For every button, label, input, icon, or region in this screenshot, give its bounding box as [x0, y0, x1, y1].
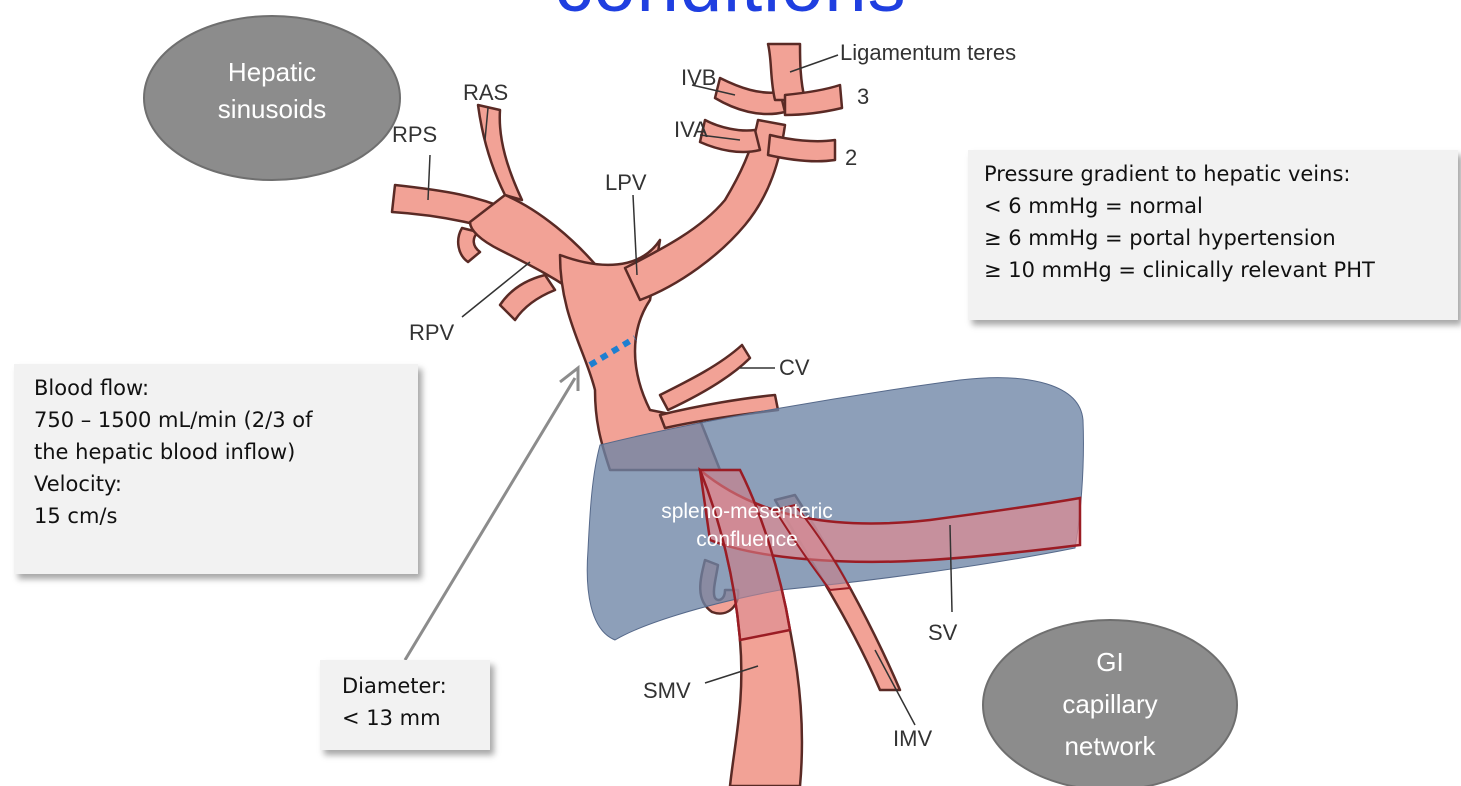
flow-line-3: the hepatic blood inflow): [34, 436, 418, 468]
label-sv: SV: [928, 620, 958, 645]
label-cv: CV: [779, 355, 810, 380]
pressure-line-3: ≥ 6 mmHg = portal hypertension: [984, 222, 1458, 254]
pressure-line-1: Pressure gradient to hepatic veins:: [984, 158, 1458, 190]
diameter-box: Diameter: < 13 mm: [320, 660, 490, 750]
flow-line-1: Blood flow:: [34, 372, 418, 404]
flow-line-5: 15 cm/s: [34, 500, 418, 532]
pressure-line-4: ≥ 10 mmHg = clinically relevant PHT: [984, 254, 1458, 286]
diameter-arrow: [405, 368, 578, 660]
gi-oval-line1: GI: [1096, 647, 1123, 677]
label-ligamentum-teres: Ligamentum teres: [840, 40, 1016, 65]
hepatic-oval-line1: Hepatic: [228, 57, 316, 87]
label-iva: IVA: [674, 117, 708, 142]
label-ivb: IVB: [681, 65, 716, 90]
label-rps: RPS: [392, 122, 437, 147]
label-ras: RAS: [463, 80, 508, 105]
label-2: 2: [845, 145, 857, 170]
gi-oval-line3: network: [1064, 731, 1156, 761]
pressure-line-2: < 6 mmHg = normal: [984, 190, 1458, 222]
gi-oval-line2: capillary: [1062, 689, 1157, 719]
blood-flow-box: Blood flow: 750 – 1500 mL/min (2/3 of th…: [14, 364, 418, 574]
confluence-label-line1: spleno-mesenteric: [661, 500, 833, 523]
hepatic-sinusoids-oval: Hepatic sinusoids: [144, 16, 400, 180]
flow-line-4: Velocity:: [34, 468, 418, 500]
confluence-label-line2: confluence: [696, 528, 798, 551]
label-rpv: RPV: [409, 320, 455, 345]
pressure-gradient-box: Pressure gradient to hepatic veins: < 6 …: [968, 150, 1458, 320]
diameter-line-2: < 13 mm: [342, 702, 490, 734]
label-imv: IMV: [893, 726, 932, 751]
hepatic-oval-line2: sinusoids: [218, 94, 326, 124]
flow-line-2: 750 – 1500 mL/min (2/3 of: [34, 404, 418, 436]
label-lpv: LPV: [605, 170, 647, 195]
label-3: 3: [857, 84, 869, 109]
gi-capillary-oval: GI capillary network: [983, 620, 1237, 786]
diameter-line-1: Diameter:: [342, 670, 490, 702]
label-smv: SMV: [643, 678, 691, 703]
